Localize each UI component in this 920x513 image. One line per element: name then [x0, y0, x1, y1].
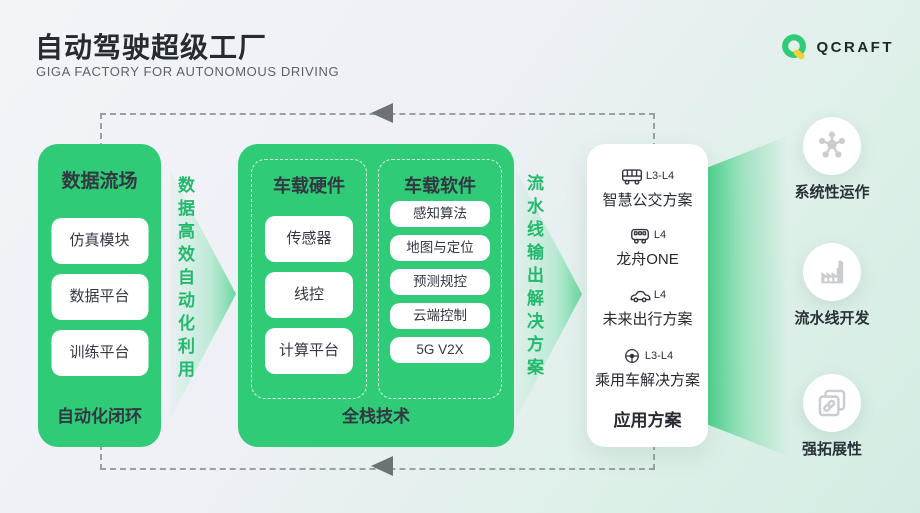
minibus-icon	[630, 228, 649, 244]
feature-circle	[803, 117, 861, 175]
feature-strong-extensibility: 强拓展性	[770, 374, 894, 459]
tech-footer: 全栈技术	[342, 407, 410, 426]
software-title: 车载软件	[404, 176, 476, 196]
flow-item-training-platform: 训练平台	[51, 330, 148, 376]
solution-level: L4	[653, 289, 667, 301]
solution-name: 乘用车解决方案	[594, 372, 700, 389]
factory-icon	[821, 260, 844, 284]
sw-item-map-localization: 地图与定位	[390, 235, 490, 261]
chevron-right-arrow-2	[516, 170, 582, 419]
feature-label: 流水线开发	[794, 310, 870, 327]
solution-item-bus: L3-L4 智慧公交方案	[587, 166, 708, 210]
solutions-glow-wedge	[698, 136, 788, 456]
solution-name: 未来出行方案	[602, 311, 693, 328]
arrow1-label: 数据高效自动化利用	[175, 176, 194, 383]
hw-item-compute-platform: 计算平台	[265, 328, 353, 374]
feature-circle	[803, 243, 861, 301]
bus-icon	[621, 169, 642, 185]
chevron-right-arrow-1	[170, 170, 236, 419]
solution-name: 龙舟ONE	[616, 251, 679, 268]
page-title: 自动驾驶超级工厂	[35, 32, 268, 63]
solution-level: L4	[653, 229, 667, 241]
sw-item-5g-v2x: 5G V2X	[390, 337, 490, 363]
sw-item-perception: 感知算法	[390, 201, 490, 227]
steering-wheel-icon	[624, 349, 639, 363]
flow-item-simulation: 仿真模块	[51, 218, 148, 264]
solution-item-minibus: L4 龙舟ONE	[587, 225, 708, 269]
feature-label: 系统性运作	[794, 184, 870, 201]
feature-pipeline-development: 流水线开发	[770, 243, 894, 328]
solution-level: L3-L4	[644, 350, 674, 362]
software-column: 车载软件 感知算法 地图与定位 预测规控 云端控制 5G V2X	[378, 159, 502, 399]
solution-item-car: L4 未来出行方案	[587, 285, 708, 329]
solutions-footer: 应用方案	[613, 411, 682, 430]
data-flow-footer: 自动化闭环	[57, 407, 142, 426]
solution-level: L3-L4	[645, 170, 675, 182]
loop-arrow-left-bottom-icon	[371, 456, 393, 476]
solutions-card: L3-L4 智慧公交方案 L4 龙舟ONE L4	[587, 144, 708, 447]
brand-name: QCRAFT	[816, 38, 894, 56]
feature-circle	[803, 374, 861, 432]
hardware-column: 车载硬件 传感器 线控 计算平台	[251, 159, 367, 399]
qcraft-logo-icon	[781, 34, 806, 60]
arrow2-label: 流水线输出解决方案	[524, 174, 543, 381]
data-flow-title: 数据流场	[61, 171, 138, 192]
linked-cards-icon	[818, 389, 846, 417]
feature-label: 强拓展性	[801, 441, 862, 458]
car-icon	[630, 290, 651, 303]
data-flow-panel: 数据流场 仿真模块 数据平台 训练平台 自动化闭环	[38, 144, 161, 447]
page-subtitle: GIGA FACTORY FOR AUTONOMOUS DRIVING	[36, 64, 340, 79]
sw-item-cloud-control: 云端控制	[390, 303, 490, 329]
solution-name: 智慧公交方案	[602, 192, 693, 209]
hardware-title: 车载硬件	[273, 176, 345, 196]
sw-item-prediction-control: 预测规控	[390, 269, 490, 295]
brand-logo: QCRAFT	[779, 32, 895, 62]
hw-item-wire-control: 线控	[265, 272, 353, 318]
tech-panel: 车载硬件 传感器 线控 计算平台 车载软件 感知算法 地图与定位 预测规控 云端…	[238, 144, 514, 447]
loop-arrow-left-top-icon	[371, 103, 393, 123]
flow-item-data-platform: 数据平台	[51, 274, 148, 320]
feature-systematic-operation: 系统性运作	[770, 117, 894, 202]
network-icon	[818, 131, 846, 158]
solution-item-passenger-car: L3-L4 乘用车解决方案	[587, 346, 708, 390]
hw-item-sensor: 传感器	[265, 216, 353, 262]
